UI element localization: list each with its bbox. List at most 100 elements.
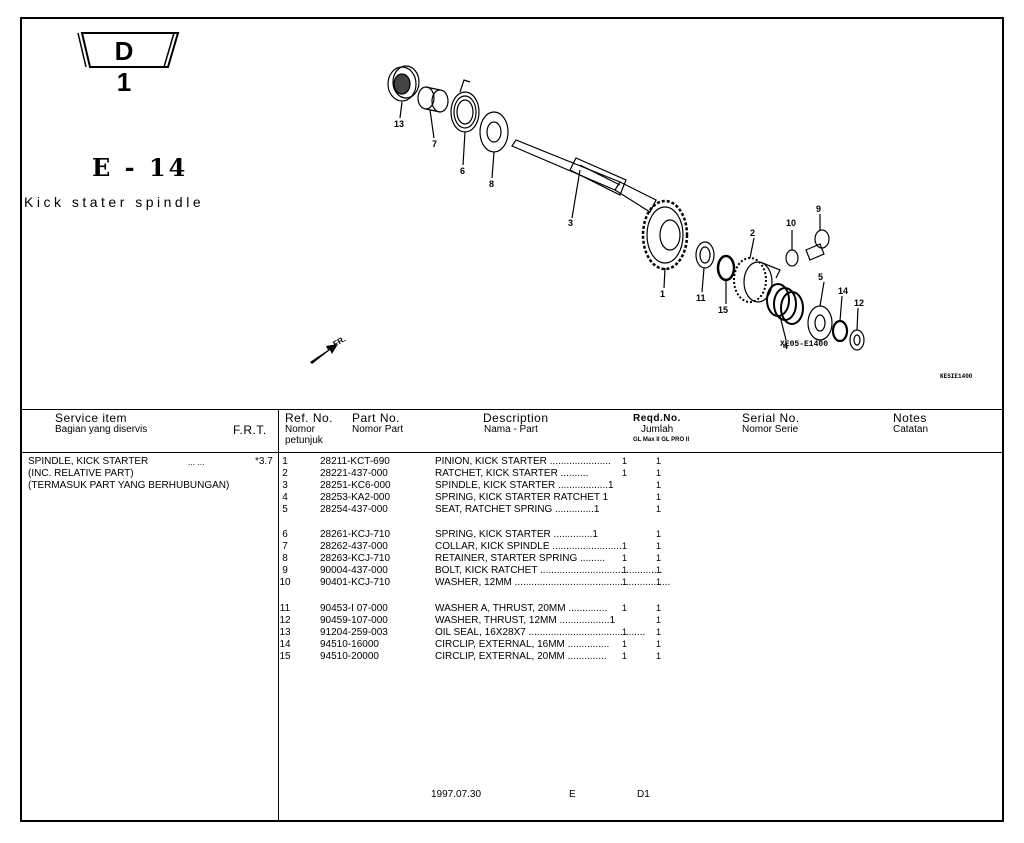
serial-no-subtitle: Nomor Serie xyxy=(742,424,799,435)
description-cell: WASHER, THRUST, 12MM ..................1 xyxy=(435,615,616,626)
ref-no-cell: 5 xyxy=(282,504,288,515)
qty-gl-pro-cell: 1 xyxy=(656,529,662,539)
description-header: Description Nama - Part xyxy=(483,411,549,435)
description-cell: WASHER, 12MM ...........................… xyxy=(435,577,671,588)
front-direction-label: FR. xyxy=(332,334,348,348)
callout-label: 8 xyxy=(489,179,494,189)
ref-no-cell: 14 xyxy=(279,639,291,650)
qty-gl-max-cell: 1 xyxy=(622,541,628,551)
qty-gl-pro-cell: 1 xyxy=(656,639,662,649)
qty-gl-max-cell: 1 xyxy=(622,651,628,661)
qty-gl-max-cell: 1 xyxy=(622,468,628,478)
service-item-note-id: (TERMASUK PART YANG BERHUBUNGAN) xyxy=(28,480,230,491)
description-cell: CIRCLIP, EXTERNAL, 20MM .............. xyxy=(435,651,607,662)
part-no-cell: 28211-KCT-690 xyxy=(320,456,390,467)
ref-no-cell: 10 xyxy=(279,577,291,588)
ratchet-seat-part xyxy=(807,305,833,341)
callout-label: 7 xyxy=(432,139,437,149)
description-title: Description xyxy=(483,411,549,425)
part-no-cell: 94510-20000 xyxy=(320,651,379,662)
qty-gl-pro-cell: 1 xyxy=(656,565,662,575)
callout-label: 3 xyxy=(568,218,573,228)
ratchet-spring-part xyxy=(766,283,804,325)
callout-label: 11 xyxy=(696,293,706,303)
oil-seal-part xyxy=(387,65,420,102)
part-no-cell: 90459-107-000 xyxy=(320,615,388,626)
qty-gl-max-cell: 1 xyxy=(622,639,628,649)
description-cell: OIL SEAL, 16X28X7 ......................… xyxy=(435,627,646,638)
part-no-cell: 28263-KCJ-710 xyxy=(320,553,391,564)
table-top-line xyxy=(22,409,1002,410)
footer-page: D1 xyxy=(637,789,650,800)
service-item-subtitle: Bagian yang diservis xyxy=(55,424,148,435)
service-item-header: Service item Bagian yang diservis xyxy=(55,412,148,435)
description-cell: PINION, KICK STARTER ...................… xyxy=(435,456,611,467)
notes-header: Notes Catatan xyxy=(893,412,928,435)
callout-label: 14 xyxy=(838,286,848,296)
qty-gl-pro-cell: 1 xyxy=(656,456,662,466)
part-no-cell: 90004-437-000 xyxy=(320,565,388,576)
callout-label: 1 xyxy=(660,289,665,299)
serial-no-header: Serial No. Nomor Serie xyxy=(742,411,800,435)
ref-no-cell: 3 xyxy=(282,480,288,491)
description-cell: WASHER A, THRUST, 20MM .............. xyxy=(435,603,608,614)
reqd-no-models: GL Max II GL PRO II xyxy=(633,437,690,443)
callout-label: 12 xyxy=(854,298,864,308)
circlip-20mm-part xyxy=(716,254,736,282)
description-cell: SPINDLE, KICK STARTER ..................… xyxy=(435,480,614,491)
qty-gl-pro-cell: 1 xyxy=(656,627,662,637)
callout-label: 10 xyxy=(786,218,796,228)
qty-gl-pro-cell: 1 xyxy=(656,541,662,551)
part-no-cell: 28251-KC6-000 xyxy=(320,480,391,491)
qty-gl-pro-cell: 1 xyxy=(656,480,662,490)
description-cell: SPRING, KICK STARTER ..............1 xyxy=(435,529,598,540)
washer-a-part xyxy=(695,241,715,269)
section-badge-frame xyxy=(77,32,180,68)
ref-no-cell: 6 xyxy=(282,529,288,540)
washer-12mm-part xyxy=(785,249,799,267)
table-header-line xyxy=(22,452,1002,453)
ref-no-subtitle: Nomor xyxy=(285,424,316,435)
part-no-cell: 91204-259-003 xyxy=(320,627,388,638)
callout-label: 13 xyxy=(394,119,404,129)
qty-gl-pro-cell: 1 xyxy=(656,504,662,514)
callout-label: 2 xyxy=(750,228,755,238)
ref-no-cell: 7 xyxy=(282,541,288,552)
reqd-no-subtitle: Jumlah xyxy=(641,424,674,435)
thrust-washer-part xyxy=(849,329,865,351)
part-no-cell: 90401-KCJ-710 xyxy=(320,577,391,588)
part-no-cell: 94510-16000 xyxy=(320,639,379,650)
spindle-shaft-part xyxy=(511,139,657,213)
callout-label: 6 xyxy=(460,166,465,176)
ref-no-cell: 15 xyxy=(279,651,291,662)
callout-label: 9 xyxy=(816,204,821,214)
part-no-cell: 28221-437-000 xyxy=(320,468,388,479)
description-cell: COLLAR, KICK SPINDLE ...................… xyxy=(435,541,622,552)
footer-letter: E xyxy=(569,789,576,800)
qty-gl-max-cell: 1 xyxy=(622,565,628,575)
service-item-name: SPINDLE, KICK STARTER xyxy=(28,456,149,467)
part-no-cell: 28254-437-000 xyxy=(320,504,388,515)
ref-no-cell: 12 xyxy=(279,615,291,626)
exploded-parts-diagram: FR. 13 7 6 8 3 1 11 15 2 10 9 5 4 14 12 xyxy=(310,65,865,364)
circlip-16mm-part xyxy=(831,319,849,343)
qty-gl-pro-cell: 1 xyxy=(656,651,662,661)
table-row: 1 28211-KCT-690 PINION, KICK STARTER .....… xyxy=(0,456,984,468)
footer-date: 1997.07.30 xyxy=(431,789,482,800)
qty-gl-pro-cell: 1 xyxy=(656,468,662,478)
description-cell: SEAT, RATCHET SPRING ..............1 xyxy=(435,504,600,515)
description-cell: SPRING, KICK STARTER RATCHET 1 xyxy=(435,492,609,503)
serial-no-title: Serial No. xyxy=(742,411,800,425)
ref-no-cell: 8 xyxy=(282,553,288,564)
ratchet-bolt-part xyxy=(805,229,830,261)
ref-no-cell: 13 xyxy=(279,627,291,638)
part-no-subtitle: Nomor Part xyxy=(352,424,404,435)
table-row: 15 94510-20000 CIRCLIP, EXTERNAL, 20MM ...… xyxy=(0,651,984,663)
service-item-frt: *3.7 xyxy=(255,456,273,467)
